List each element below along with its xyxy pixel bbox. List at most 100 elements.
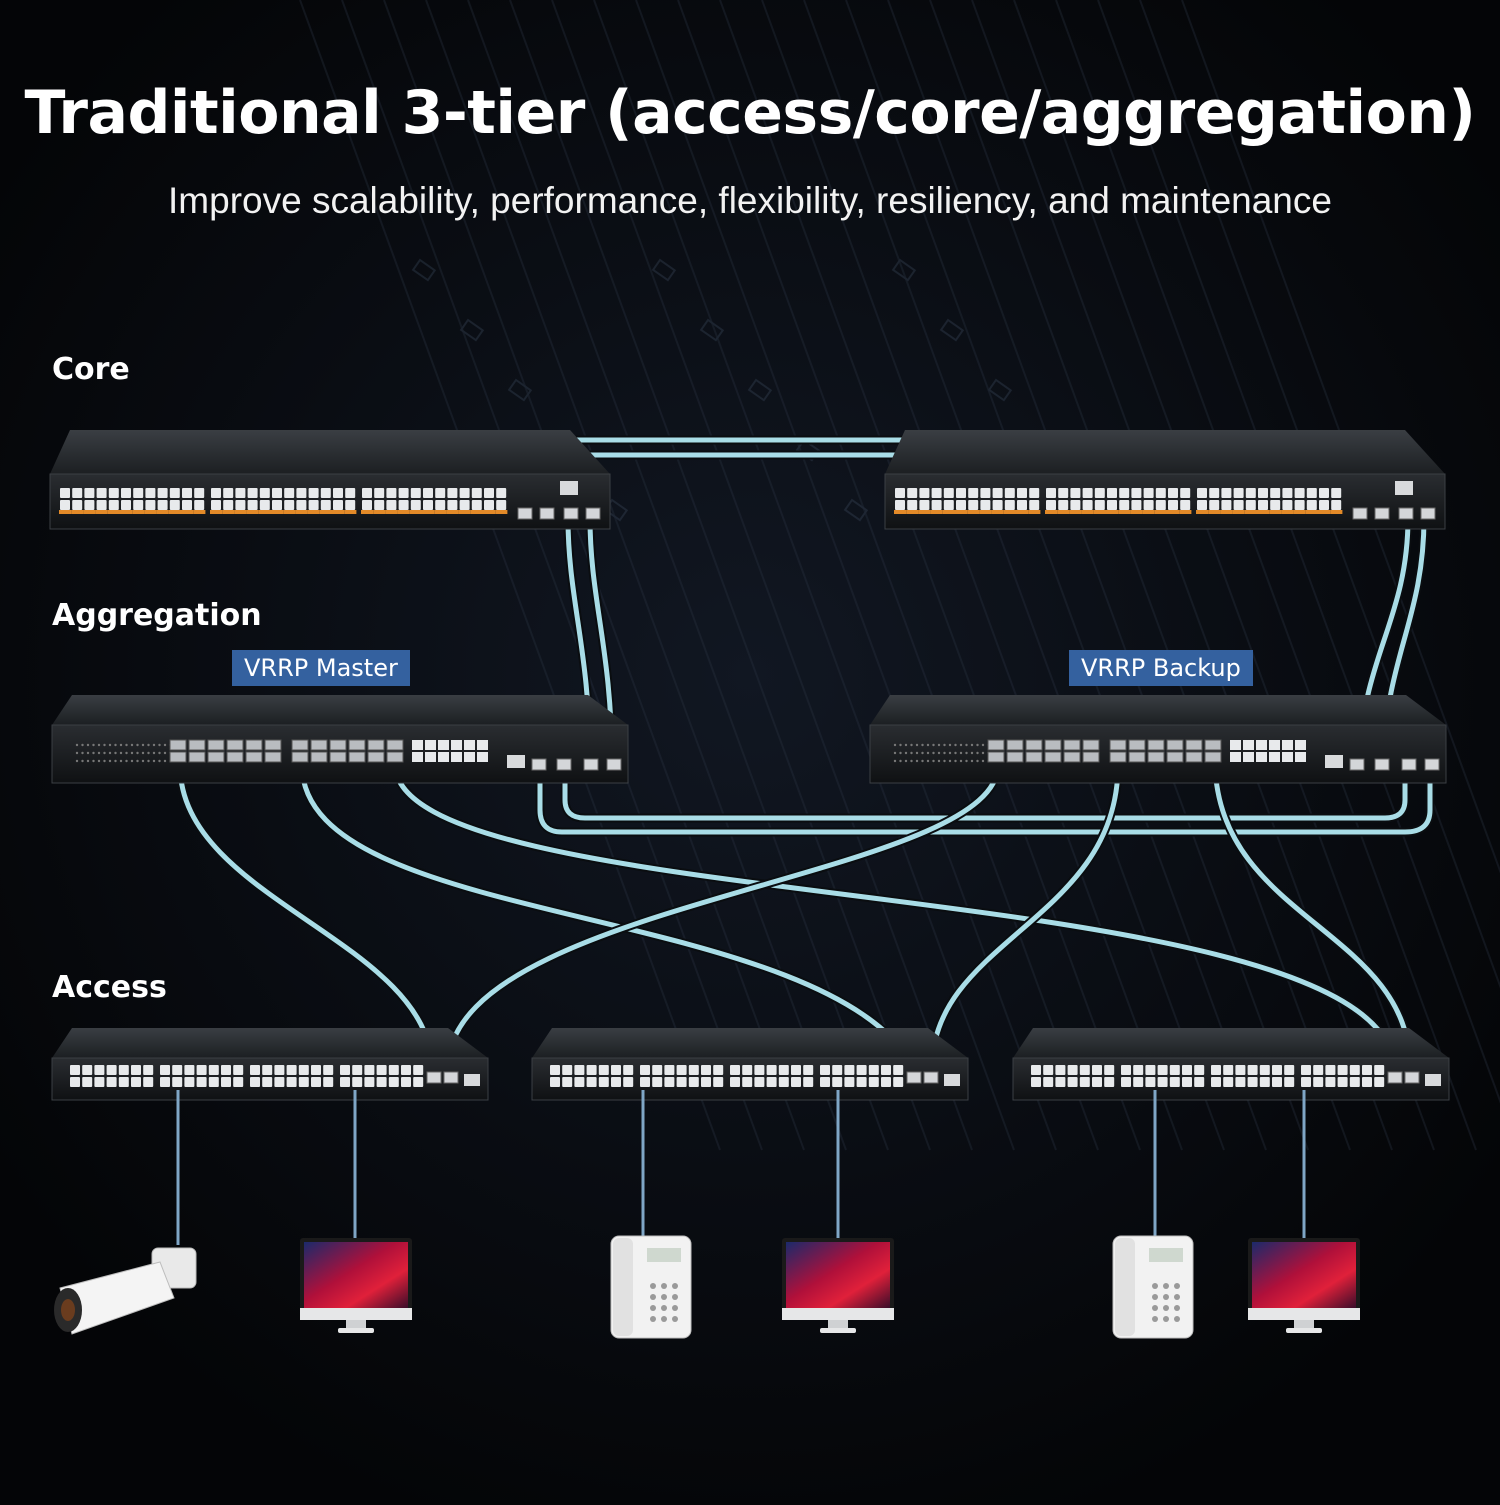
status-led [163,743,167,747]
rj45-port [247,488,258,498]
rj45-port [623,1077,634,1087]
rj45-port [1282,500,1293,510]
rj45-port [803,1065,814,1075]
status-led [893,751,897,755]
status-led [965,751,968,755]
poe-strip [1293,510,1306,514]
poe-strip [967,510,980,514]
status-led [970,751,974,755]
rj45-port [194,500,205,510]
poe-strip [107,510,120,514]
rj45-port [1294,488,1305,498]
phone-key [672,1305,678,1311]
rj45-port [1119,500,1130,510]
rj45-port [701,1077,711,1087]
rj45-port [459,500,470,510]
rj45-port [1256,740,1267,750]
status-led [108,759,112,763]
status-led [103,759,106,763]
status-led [92,759,95,763]
rj45-port [1082,488,1093,498]
poe-strip [446,510,459,514]
uplink-port [1420,507,1436,520]
status-led [915,743,919,747]
status-led [97,743,101,747]
status-led [81,743,84,747]
status-led [959,751,963,755]
status-led [893,759,897,763]
rj45-port [196,1077,207,1087]
status-led [125,743,128,747]
core-switch-left [49,430,611,530]
poe-strip [307,510,320,514]
poe-strip [1179,510,1192,514]
aggregation-switch-backup [869,695,1447,784]
sfp-port [987,751,1005,763]
rj45-port [1247,1065,1258,1075]
rj45-port [1270,500,1281,510]
monitor-chin [1248,1308,1360,1320]
sfp-port [367,751,385,763]
sfp-port [226,751,244,763]
rj45-port [131,1077,141,1087]
rj45-port [1194,1065,1205,1075]
rj45-port [1145,1077,1156,1087]
rj45-port [435,488,446,498]
poe-strip [1318,510,1331,514]
rj45-port [1209,500,1220,510]
status-led [152,743,156,747]
rj45-port [298,1077,309,1087]
core-switch-right-top [885,430,1445,474]
status-led [130,759,134,763]
rj45-port [1107,500,1117,510]
console-port [1325,755,1343,768]
rj45-port [386,488,397,498]
rj45-port [1230,740,1241,750]
rj45-port [425,752,436,762]
status-led [130,743,134,747]
rj45-port [1374,1065,1385,1075]
rj45-port [1121,1065,1131,1075]
rj45-port [464,740,475,750]
rj45-port [968,500,979,510]
status-led [926,751,930,755]
sfp-port [1109,739,1127,751]
uplink-port [606,758,622,771]
rj45-port [1104,1065,1115,1075]
status-led [147,759,150,763]
rj45-port [881,1065,891,1075]
rj45-port [943,488,954,498]
agg-access-link [1212,762,1413,1071]
rj45-port [364,1077,375,1087]
rj45-port [1046,500,1056,510]
phone-key [1163,1283,1169,1289]
rj45-port [1374,1077,1385,1087]
rj45-port [121,488,131,498]
rj45-port [1168,488,1178,498]
sfp-port [1204,751,1222,763]
rj45-port [1209,488,1220,498]
status-led [932,743,935,747]
rj45-port [688,1077,699,1087]
rj45-port [496,500,507,510]
rj45-port [286,1065,297,1075]
bg-line [467,0,889,1151]
bg-line [1139,0,1500,989]
status-led [147,743,150,747]
rj45-port [1272,1065,1282,1075]
sfp-port [291,739,309,751]
rj45-port [376,1065,387,1075]
poe-strip [409,510,422,514]
rj45-port [108,500,119,510]
uplink-port [556,758,572,771]
rj45-port [438,740,449,750]
rj45-port [262,1077,273,1087]
status-led [92,743,95,747]
status-led [125,751,128,755]
console-port [507,755,525,768]
rj45-port [157,488,168,498]
rj45-port [259,500,270,510]
rj45-port [980,500,991,510]
rj45-port [1121,1077,1131,1087]
